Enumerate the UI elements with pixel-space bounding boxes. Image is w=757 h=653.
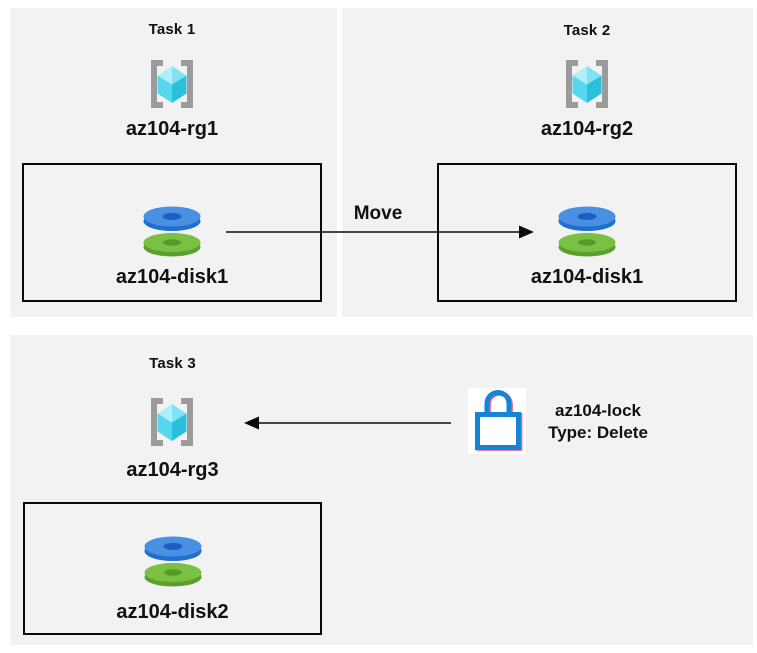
- lock-container: [468, 388, 526, 454]
- lock-name-label: az104-lock: [555, 401, 641, 420]
- resource-group-icon: [151, 398, 193, 446]
- lock-annotation: az104-lock Type: Delete: [528, 400, 668, 444]
- arrow-left-icon: [244, 416, 451, 430]
- move-label: Move: [353, 203, 403, 224]
- lock-type-label: Type: Delete: [548, 423, 648, 442]
- disk-label: az104-disk1: [115, 266, 229, 288]
- disk-label: az104-disk1: [530, 266, 644, 288]
- task3-panel: Task 3 az104-rg3 az104-disk2: [10, 335, 753, 645]
- task1-title: Task 1: [148, 21, 196, 38]
- task2-panel: Task 2 az104-rg2 az104-disk1: [342, 8, 753, 317]
- lock-icon: [475, 390, 523, 451]
- task3-disk-box: [23, 502, 322, 635]
- arrow-right-icon: [226, 225, 534, 239]
- task1-panel: Task 1 az104-rg1 az104-disk1: [10, 8, 337, 317]
- task2-title: Task 2: [563, 22, 611, 39]
- resource-group-icon: [151, 60, 193, 108]
- resource-group-label: az104-rg3: [126, 459, 219, 481]
- resource-group-label: az104-rg1: [125, 118, 219, 140]
- disk-icon: [144, 536, 202, 587]
- disk-icon: [558, 206, 616, 257]
- task3-title: Task 3: [149, 355, 196, 372]
- resource-group-icon: [566, 60, 608, 108]
- resource-group-label: az104-rg2: [540, 118, 634, 140]
- disk-icon: [143, 206, 201, 257]
- disk-label: az104-disk2: [116, 601, 229, 623]
